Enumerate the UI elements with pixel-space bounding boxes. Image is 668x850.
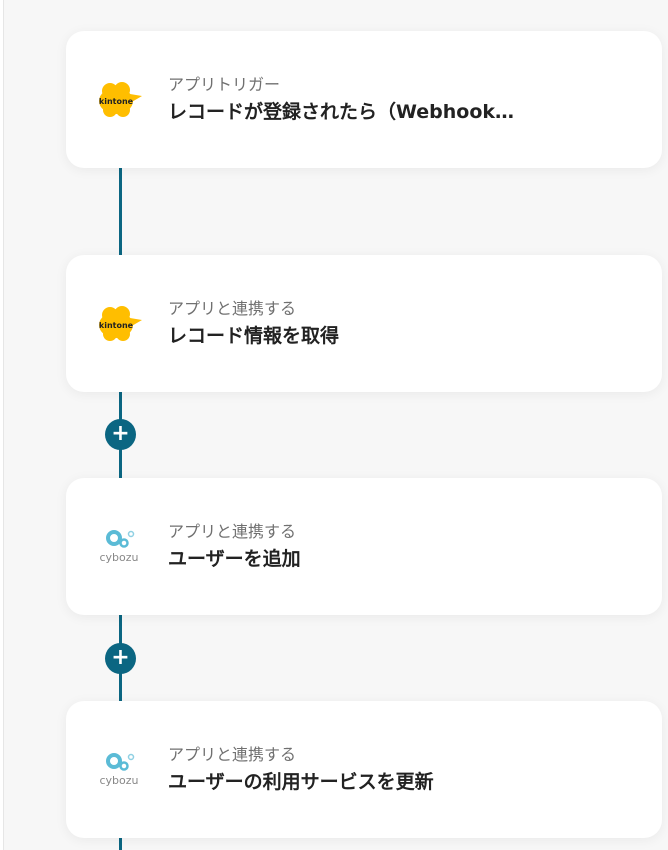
add-step-button[interactable]: + — [105, 419, 136, 450]
step-title: ユーザーの利用サービスを更新 — [168, 771, 434, 793]
step-title: レコード情報を取得 — [168, 325, 340, 347]
step-type: アプリと連携する — [168, 522, 297, 541]
flow-step-card[interactable]: kintone アプリトリガー レコードが登録されたら（Webhook… — [66, 31, 662, 168]
flow-step-card[interactable]: cybozu アプリと連携する ユーザーの利用サービスを更新 — [66, 701, 662, 838]
svg-text:kintone: kintone — [99, 321, 134, 330]
kintone-logo-icon: kintone — [99, 306, 142, 341]
step-title: レコードが登録されたら（Webhook… — [168, 101, 515, 123]
flow-step-card[interactable]: cybozu アプリと連携する ユーザーを追加 — [66, 478, 662, 615]
add-step-button[interactable]: + — [105, 643, 136, 674]
connector-line — [119, 168, 122, 255]
step-type: アプリと連携する — [168, 299, 297, 318]
step-type: アプリと連携する — [168, 745, 297, 764]
left-edge — [0, 0, 4, 850]
flow-step-card[interactable]: kintone アプリと連携する レコード情報を取得 — [66, 255, 662, 392]
step-title: ユーザーを追加 — [168, 548, 301, 570]
svg-text:cybozu: cybozu — [99, 774, 138, 787]
cybozu-logo-icon: cybozu — [99, 753, 139, 787]
connector-line — [119, 838, 122, 850]
svg-text:cybozu: cybozu — [99, 551, 138, 564]
cybozu-logo-icon: cybozu — [99, 530, 139, 564]
step-type: アプリトリガー — [168, 75, 281, 94]
kintone-logo-icon: kintone — [99, 82, 142, 117]
svg-text:kintone: kintone — [99, 97, 134, 106]
